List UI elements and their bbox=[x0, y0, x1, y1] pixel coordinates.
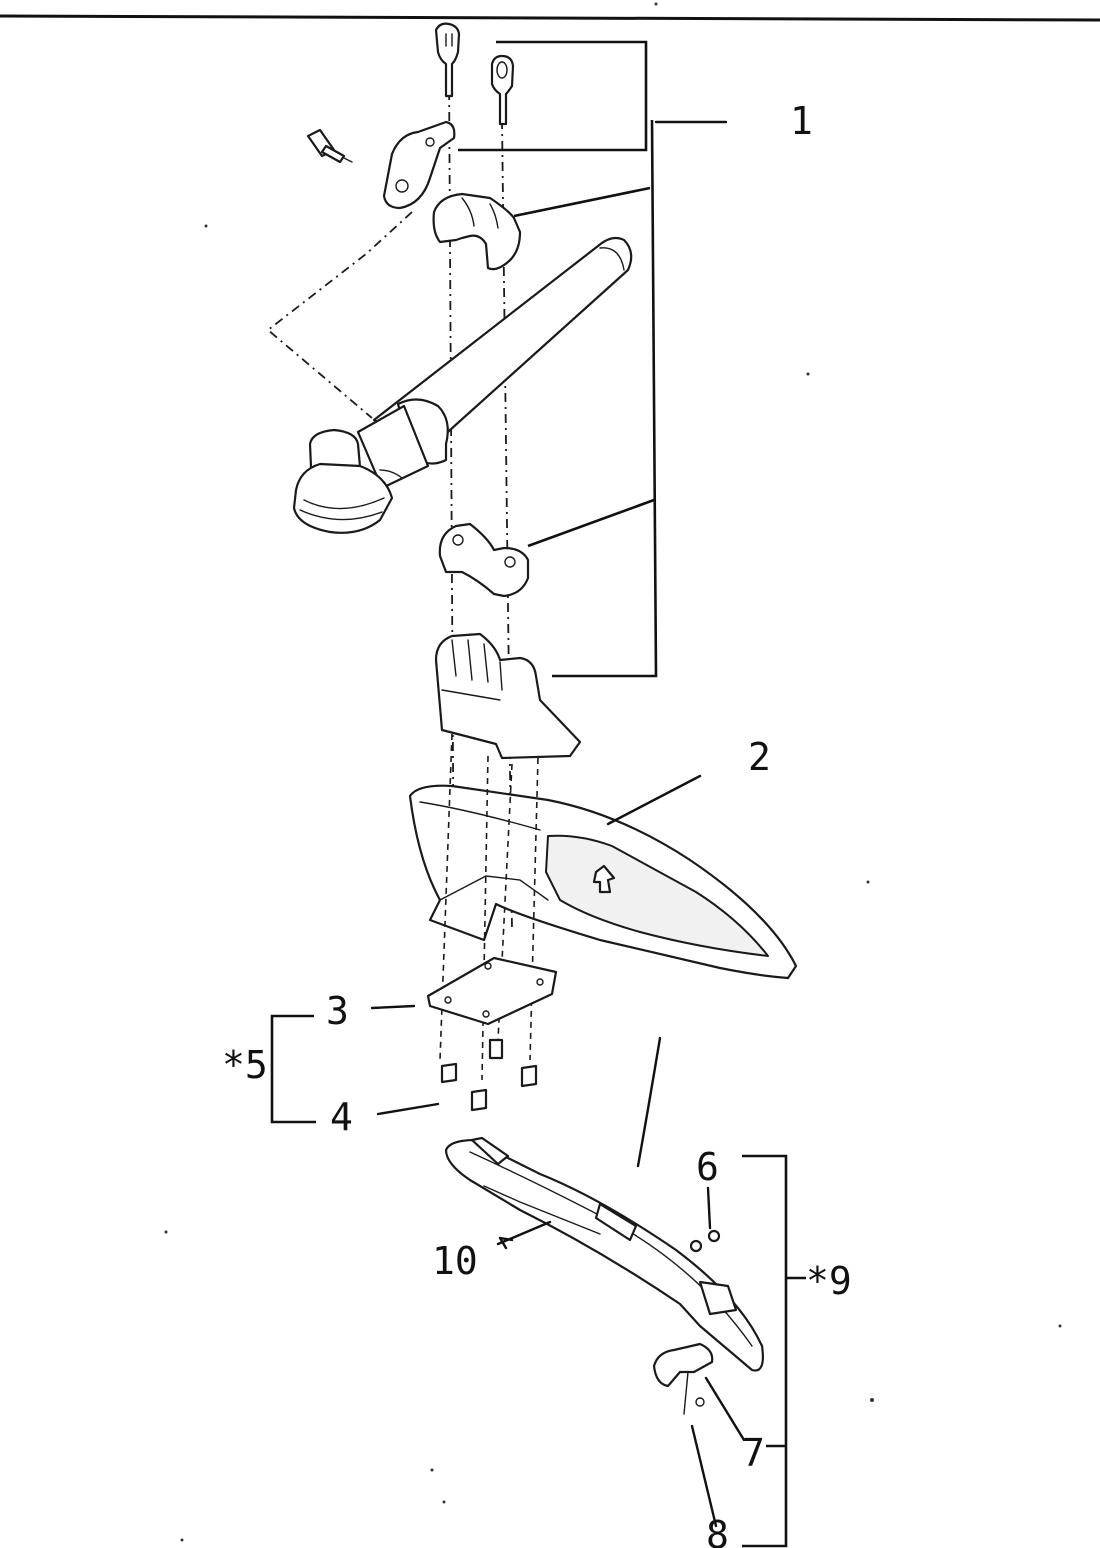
callout-7-label: 7 bbox=[742, 1431, 765, 1475]
callout-9-label: *9 bbox=[806, 1259, 852, 1303]
assembly-direction-curve bbox=[636, 1036, 662, 1168]
part-1-column-clamp-assembly bbox=[266, 22, 728, 931]
callout-8-leader bbox=[690, 1424, 718, 1528]
callout-8-label: 8 bbox=[706, 1513, 729, 1548]
part-2-column-cover bbox=[408, 774, 798, 980]
part-4-mounting-screws bbox=[376, 1038, 538, 1116]
stalk-bracket bbox=[382, 120, 456, 210]
callout-2-label: 2 bbox=[748, 735, 771, 779]
callout-10-arrowhead bbox=[498, 1236, 514, 1250]
upper-clamp-half bbox=[432, 192, 522, 271]
part-6-nuts bbox=[689, 1186, 721, 1253]
callout-1-label: 1 bbox=[790, 99, 813, 143]
lower-clamp-half bbox=[438, 522, 530, 598]
callout-4-leader bbox=[376, 1102, 440, 1116]
callout-1-bracket-to-clamp bbox=[513, 186, 651, 218]
callout-5-bracket bbox=[270, 1014, 316, 1124]
callout-9-bracket bbox=[742, 1154, 788, 1548]
callout-3-label: 3 bbox=[326, 989, 349, 1033]
callout-10-label: 10 bbox=[432, 1239, 478, 1283]
part-8-screw bbox=[690, 1424, 718, 1528]
eye-bolt-right bbox=[490, 54, 515, 126]
callout-4-label: 4 bbox=[330, 1095, 353, 1139]
eye-bolt-left bbox=[434, 22, 461, 98]
scan-specks bbox=[164, 2, 1062, 1542]
callout-1-bracket-lower bbox=[552, 119, 658, 678]
bracket-screw bbox=[306, 128, 353, 164]
callout-2-leader bbox=[606, 774, 702, 826]
part-10-lower-shroud bbox=[444, 1136, 764, 1372]
steering-column-tube bbox=[292, 236, 633, 534]
top-border-line bbox=[0, 14, 1100, 22]
callout-1-bracket-to-lower-clamp bbox=[527, 498, 655, 548]
part-7-clip bbox=[652, 1342, 746, 1442]
callout-3-leader bbox=[370, 1004, 416, 1010]
callout-1-bracket bbox=[458, 40, 648, 152]
callout-6-leader bbox=[706, 1186, 712, 1230]
callout-6-label: 6 bbox=[696, 1145, 719, 1189]
guide-line-3 bbox=[497, 763, 513, 1041]
part-3-base-plate bbox=[370, 956, 558, 1026]
callout-5-label: *5 bbox=[222, 1043, 268, 1087]
callout-7-leader bbox=[704, 1376, 746, 1442]
callout-10-leader bbox=[496, 1220, 552, 1246]
bracket-assembly-line bbox=[266, 211, 413, 419]
column-support-block bbox=[434, 632, 582, 760]
